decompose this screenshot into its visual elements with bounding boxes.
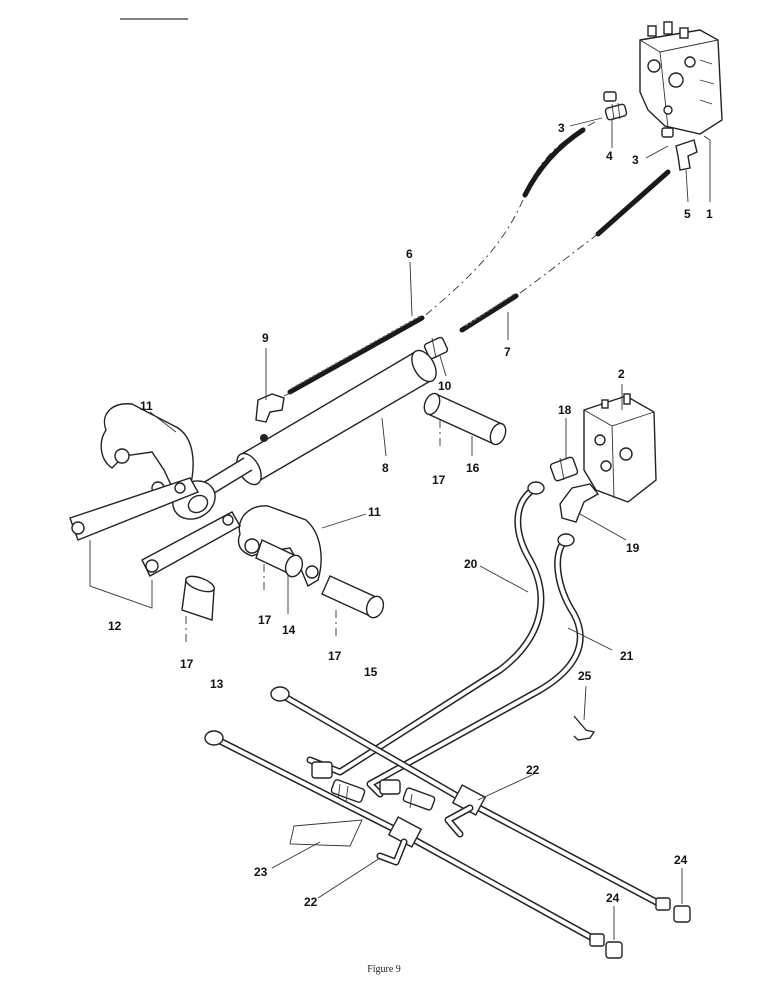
cap-lower — [589, 933, 623, 959]
leader-lines — [149, 117, 711, 940]
part-label-2: 2 — [618, 367, 625, 381]
part-label-7: 7 — [504, 345, 511, 359]
hose-lower — [459, 169, 671, 333]
fitting-plug-lower — [661, 127, 674, 138]
hose-upper — [287, 121, 596, 395]
part-label-11b: 11 — [368, 505, 381, 519]
part-label-17b: 17 — [258, 613, 272, 627]
part-label-8: 8 — [382, 461, 389, 475]
figure-caption: Figure 9 — [367, 964, 401, 975]
part-label-5: 5 — [684, 207, 691, 221]
control-valve-main — [639, 21, 723, 135]
part-label-12: 12 — [108, 619, 122, 633]
part-label-20: 20 — [464, 557, 478, 571]
part-label-1: 1 — [706, 207, 713, 221]
fitting-elbow-valve — [559, 483, 600, 523]
tee-fitting-upper — [444, 784, 487, 838]
part-label-15: 15 — [364, 665, 378, 679]
part-label-13: 13 — [210, 677, 224, 691]
mounting-plates — [69, 477, 241, 609]
part-label-17a: 17 — [432, 473, 446, 487]
part-label-17d: 17 — [328, 649, 342, 663]
part-label-3b: 3 — [632, 153, 639, 167]
connector-union-right — [379, 779, 436, 811]
part-label-16: 16 — [466, 461, 480, 475]
tube-lower — [366, 533, 584, 798]
part-label-4: 4 — [606, 149, 613, 163]
fitting-adapter-cylinder — [423, 336, 449, 360]
fitting-plug-upper — [603, 91, 617, 102]
fitting-adapter-valve — [549, 456, 579, 482]
part-label-18: 18 — [558, 403, 572, 417]
part-label-14: 14 — [282, 623, 296, 637]
cap-upper — [655, 897, 691, 923]
fitting-elbow-cylinder — [255, 391, 293, 423]
pin-13 — [181, 575, 215, 621]
pin-15 — [321, 575, 385, 619]
part-label-24b: 24 — [606, 891, 620, 905]
part-label-24a: 24 — [674, 853, 688, 867]
part-label-23: 23 — [254, 865, 268, 879]
pin-16 — [423, 392, 507, 446]
part-label-11a: 11 — [140, 399, 153, 413]
part-label-9: 9 — [262, 331, 269, 345]
tube-upper — [306, 481, 545, 776]
group-bracket — [289, 819, 363, 847]
part-label-21: 21 — [620, 649, 634, 663]
cotter-pin-markers — [185, 420, 441, 646]
part-label-3a: 3 — [558, 121, 565, 135]
connector-union-left — [311, 761, 366, 803]
tube-clip — [573, 715, 596, 741]
hydraulic-cylinder — [172, 349, 437, 520]
part-label-22b: 22 — [304, 895, 318, 909]
pin-14 — [255, 539, 304, 578]
part-label-10: 10 — [438, 379, 452, 393]
part-label-19: 19 — [626, 541, 640, 555]
fitting-adapter — [604, 102, 628, 121]
part-label-6: 6 — [406, 247, 413, 261]
control-valve-secondary — [583, 393, 657, 503]
part-label-17c: 17 — [180, 657, 194, 671]
bracket-lower — [237, 505, 322, 588]
tee-fitting-lower — [376, 816, 423, 866]
part-label-25: 25 — [578, 669, 592, 683]
fitting-elbow-upper — [675, 139, 698, 171]
part-label-22a: 22 — [526, 763, 540, 777]
